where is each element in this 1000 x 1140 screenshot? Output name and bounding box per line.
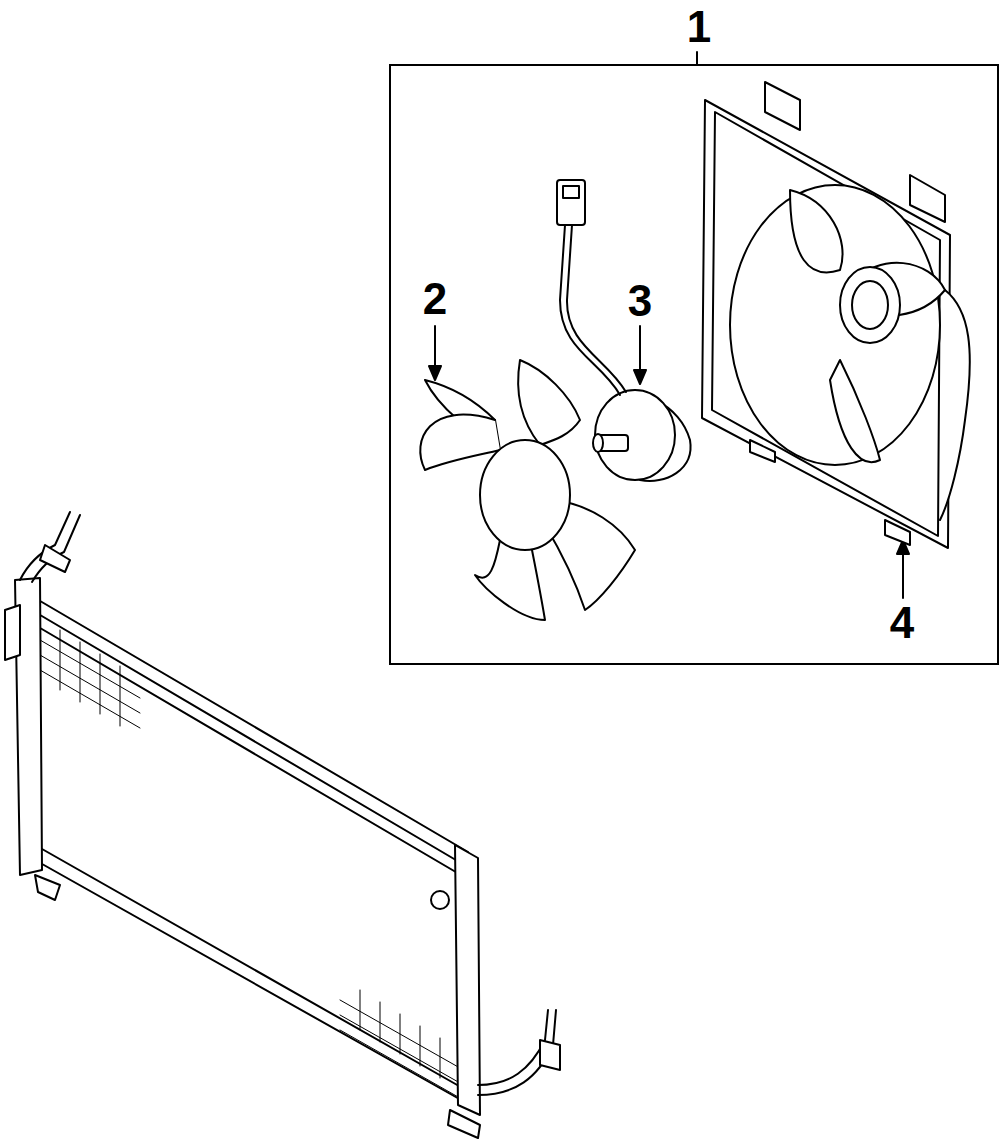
assembly-box: 1 <box>389 64 999 665</box>
callout-number: 3 <box>626 278 654 324</box>
leader-line <box>696 52 698 64</box>
fan-blade <box>420 360 635 620</box>
callout-number: 1 <box>685 4 713 50</box>
fan-motor <box>557 180 691 481</box>
callout-number: 4 <box>888 600 916 646</box>
fan-shroud <box>702 82 970 548</box>
callout-number: 2 <box>421 276 449 322</box>
ac-condenser <box>5 512 560 1138</box>
